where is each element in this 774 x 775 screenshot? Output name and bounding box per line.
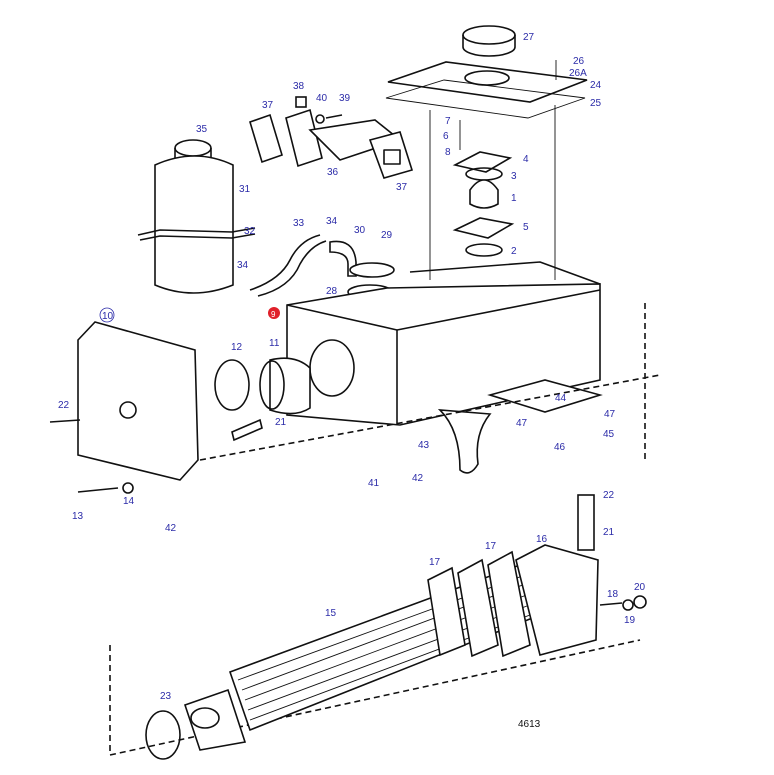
callout-32: 32 bbox=[244, 226, 256, 237]
filler-cap bbox=[462, 25, 516, 57]
callout-42: 42 bbox=[412, 473, 424, 484]
callout-26: 26 bbox=[573, 56, 585, 67]
bracket bbox=[437, 409, 492, 474]
callout-21: 21 bbox=[275, 417, 287, 428]
end-cover bbox=[77, 321, 199, 481]
callout-37: 37 bbox=[262, 100, 274, 111]
o-ring-12 bbox=[214, 359, 250, 411]
callout-33: 33 bbox=[293, 218, 305, 229]
callout-21b: 21 bbox=[603, 527, 615, 538]
callout-20: 20 bbox=[634, 582, 646, 593]
gasket-17b bbox=[457, 558, 499, 658]
callout-37b: 37 bbox=[396, 182, 408, 193]
callout-47: 47 bbox=[604, 409, 616, 420]
plate-17c bbox=[487, 550, 531, 658]
callout-34: 34 bbox=[326, 216, 338, 227]
callout-39: 39 bbox=[339, 93, 351, 104]
expansion-tank bbox=[137, 139, 256, 294]
callout-36: 36 bbox=[327, 167, 339, 178]
callout-5: 5 bbox=[523, 222, 529, 233]
o-ring-23 bbox=[145, 710, 181, 760]
callout-28: 28 bbox=[326, 286, 338, 297]
callout-10: 10 bbox=[102, 311, 114, 322]
callout-8: 8 bbox=[445, 147, 451, 158]
callout-44: 44 bbox=[555, 393, 567, 404]
callout-18: 18 bbox=[607, 589, 619, 600]
callout-43: 43 bbox=[418, 440, 430, 451]
callout-25: 25 bbox=[590, 98, 602, 109]
callout-30: 30 bbox=[354, 225, 366, 236]
callout-16: 16 bbox=[536, 534, 548, 545]
callout-15: 15 bbox=[325, 608, 337, 619]
callout-22b: 22 bbox=[603, 490, 615, 501]
callout-19: 19 bbox=[624, 615, 636, 626]
highlight-marker bbox=[268, 307, 280, 319]
callout-31: 31 bbox=[239, 184, 251, 195]
hose-pipe-30 bbox=[329, 240, 357, 277]
fitting-21 bbox=[577, 494, 595, 551]
sleeve-11 bbox=[269, 357, 311, 415]
callout-13: 13 bbox=[72, 511, 84, 522]
callout-24: 24 bbox=[590, 80, 602, 91]
callout-11: 11 bbox=[269, 338, 280, 349]
assembly-frame-upper bbox=[199, 303, 661, 461]
assembly-frame-lower bbox=[109, 639, 641, 756]
end-plate-16 bbox=[515, 544, 599, 656]
callout-1: 1 bbox=[511, 193, 517, 204]
callout-4: 4 bbox=[523, 154, 529, 165]
callout-3: 3 bbox=[511, 171, 517, 182]
callout-42b: 42 bbox=[165, 523, 177, 534]
callout-23: 23 bbox=[160, 691, 172, 702]
callout-27: 27 bbox=[523, 32, 535, 43]
cover-gasket bbox=[385, 79, 586, 119]
callout-47b: 47 bbox=[516, 418, 528, 429]
coolant-hose bbox=[249, 234, 321, 291]
callout-26a: 26A bbox=[569, 68, 587, 79]
gasket-17a bbox=[427, 566, 466, 657]
callout-38: 38 bbox=[293, 81, 305, 92]
callout-7: 7 bbox=[445, 116, 451, 127]
callout-17b: 17 bbox=[485, 541, 497, 552]
figure-number: 4613 bbox=[518, 719, 541, 730]
callout-2: 2 bbox=[511, 246, 517, 257]
callout-29: 29 bbox=[381, 230, 393, 241]
callout-6: 6 bbox=[443, 131, 449, 142]
callout-35: 35 bbox=[196, 124, 208, 135]
exhaust-pipe bbox=[249, 96, 414, 179]
callout-22: 22 bbox=[58, 400, 70, 411]
callout-46: 46 bbox=[554, 442, 566, 453]
callout-40: 40 bbox=[316, 93, 328, 104]
callout-45: 45 bbox=[603, 429, 615, 440]
callout-12: 12 bbox=[231, 342, 243, 353]
thermostat-assembly bbox=[452, 120, 515, 257]
top-cover bbox=[387, 61, 588, 103]
callout-9: 9 bbox=[271, 310, 276, 319]
callout-41: 41 bbox=[368, 478, 380, 489]
callout-14: 14 bbox=[123, 496, 135, 507]
callout-17: 17 bbox=[429, 557, 441, 568]
callout-34b: 34 bbox=[237, 260, 249, 271]
